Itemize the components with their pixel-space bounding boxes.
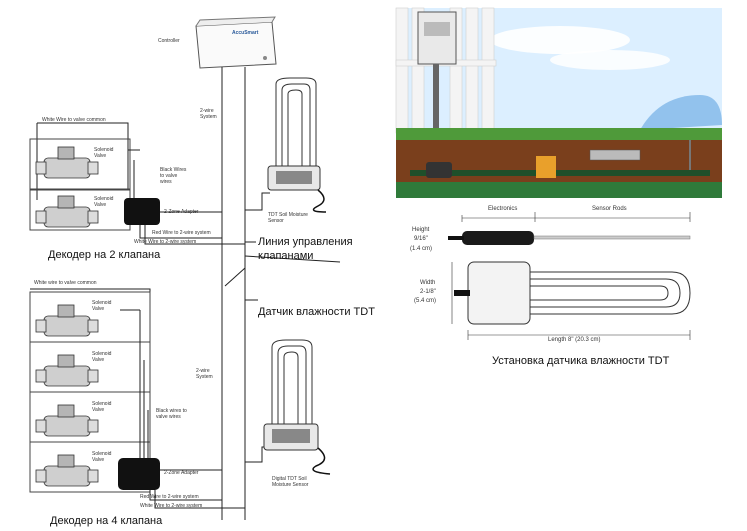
two-wire-system-label-top: 2-wire System [200, 108, 217, 120]
spec-length-label: Length 8" (20.3 cm) [548, 337, 601, 343]
decoder2-adapter-label: 2-Zone Adapter [164, 209, 199, 215]
sensor-top-label: TDT Soil Moisture Sensor [268, 212, 308, 224]
two-wire-system-label-bottom: 2-wire System [196, 368, 213, 380]
spec-height-in: 9/16" [414, 236, 428, 242]
decoder4-black-wires: Black wires to valve wires [156, 408, 187, 420]
solenoid-valves-2 [35, 146, 99, 228]
decoder2-black-wires: Black Wires to valve wires [160, 167, 187, 185]
controller [195, 16, 277, 69]
controller-label: Controller [158, 38, 180, 44]
decoder2-red-wire: Red Wire to 2-wire system [152, 230, 211, 236]
spec-width-cm: (5.4 cm) [414, 298, 437, 304]
sensor-spec-drawing [448, 212, 691, 340]
spec-electronics-label: Electronics [488, 206, 518, 212]
decoder4-valve3-label: Solenoid Valve [92, 401, 112, 413]
decoder4-valve4-label: Solenoid Valve [92, 451, 112, 463]
control-line-label-1: Линия управления [258, 236, 353, 248]
decoder4-valve2-label: Solenoid Valve [92, 351, 112, 363]
decoder2-caption: Декодер на 2 клапана [48, 249, 161, 261]
sensor-caption: Датчик влажности TDT [258, 306, 375, 318]
decoder4-white-wire-common: White wire to valve common [34, 280, 97, 286]
decoder2-valve1-label: Solenoid Valve [94, 147, 114, 159]
two-zone-adapter-top [124, 198, 160, 225]
decoder2-white-wire: White Wire to 2-wire system [134, 239, 197, 245]
spec-width-in: 2-1/8" [420, 289, 436, 295]
decoder4-adapter-label: 2-Zone Adapter [164, 470, 199, 476]
decoder4-valve1-label: Solenoid Valve [92, 300, 112, 312]
spec-width-label: Width [420, 280, 436, 286]
controller-brand: AccuSmart [232, 30, 259, 36]
spec-height-label: Height [412, 227, 430, 233]
solenoid-valves-4 [35, 304, 99, 487]
decoder2-valve2-label: Solenoid Valve [94, 196, 114, 208]
wiring-diagram [29, 16, 341, 520]
decoder4-white-wire: White Wire to 2-wire system [140, 503, 203, 509]
two-zone-adapter-bottom [118, 458, 160, 490]
decoder2-white-wire-common: White Wire to valve common [42, 117, 106, 123]
installation-scene [395, 7, 722, 198]
solenoid-valve-icon [35, 354, 99, 387]
solenoid-valve-icon [35, 404, 99, 437]
tdt-sensor-bottom [263, 339, 331, 475]
spec-caption: Установка датчика влажности TDT [492, 355, 670, 367]
control-line-label-2: клапанами [258, 250, 314, 262]
solenoid-valve-icon [35, 304, 99, 337]
tdt-sensor-top [267, 77, 327, 213]
decoder4-caption: Декодер на 4 клапана [50, 515, 163, 527]
solenoid-valve-icon [35, 454, 99, 487]
solenoid-valve-icon [35, 195, 99, 228]
sensor-bottom-label: Digital TDT Soil Moisture Sensor [272, 476, 309, 488]
decoder4-red-wire: Red Wire to 2-wire system [140, 494, 199, 500]
spec-height-cm: (1.4 cm) [410, 246, 433, 252]
solenoid-valve-icon [35, 146, 99, 179]
spec-sensor-rods-label: Sensor Rods [592, 206, 627, 212]
